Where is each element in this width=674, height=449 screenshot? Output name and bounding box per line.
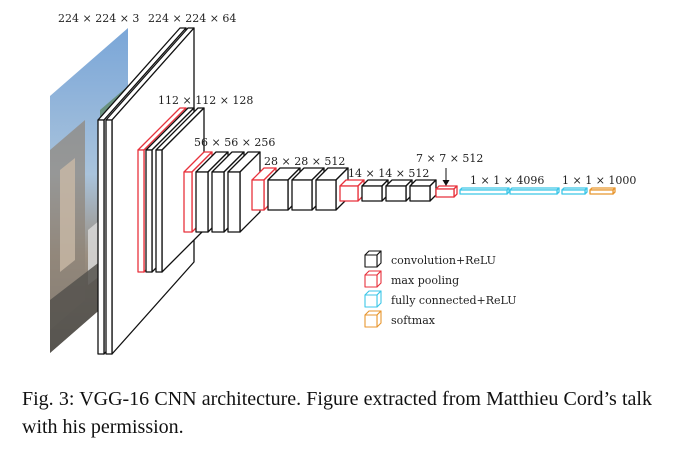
- conv4-size-label: 28 × 28 × 512: [264, 155, 345, 168]
- fc6-layer: [459, 187, 510, 195]
- conv1-size-label: 224 × 224 × 64: [148, 12, 236, 25]
- fc-layers: [459, 187, 588, 195]
- conv5-block: [339, 179, 437, 202]
- legend-item-softmax: [364, 310, 382, 328]
- legend-label-softmax: softmax: [391, 314, 436, 327]
- softmax-layer: [589, 187, 616, 195]
- legend-label-pool: max pooling: [391, 274, 459, 287]
- legend-label-fc: fully connected+ReLU: [391, 294, 516, 307]
- legend-item-conv: [364, 250, 382, 268]
- softmax-size-label: 1 × 1 × 1000: [562, 174, 636, 187]
- vgg16-architecture-diagram: 224 × 224 × 3 224 × 224 × 64 112 × 112 ×…: [50, 12, 636, 355]
- pool5-size-label: 7 × 7 × 512: [416, 152, 483, 165]
- fc7-layer: [509, 187, 560, 195]
- legend-label-conv: convolution+ReLU: [391, 254, 496, 267]
- legend: convolution+ReLU max pooling fully conne…: [364, 250, 516, 328]
- conv3-block: [183, 151, 261, 233]
- pool5-arrow: [442, 168, 450, 186]
- figure-caption: Fig. 3: VGG-16 CNN architecture. Figure …: [22, 388, 652, 438]
- conv5-size-label: 14 × 14 × 512: [348, 167, 429, 180]
- pool5-layer: [435, 185, 458, 198]
- fc-size-label: 1 × 1 × 4096: [470, 174, 544, 187]
- fc8-layer: [561, 187, 588, 195]
- conv4-block: [251, 167, 349, 211]
- legend-item-pool: [364, 270, 382, 288]
- conv3-size-label: 56 × 56 × 256: [194, 136, 275, 149]
- input-size-label: 224 × 224 × 3: [58, 12, 139, 25]
- conv2-size-label: 112 × 112 × 128: [158, 94, 253, 107]
- legend-item-fc: [364, 290, 382, 308]
- pool4-layer: [339, 179, 365, 202]
